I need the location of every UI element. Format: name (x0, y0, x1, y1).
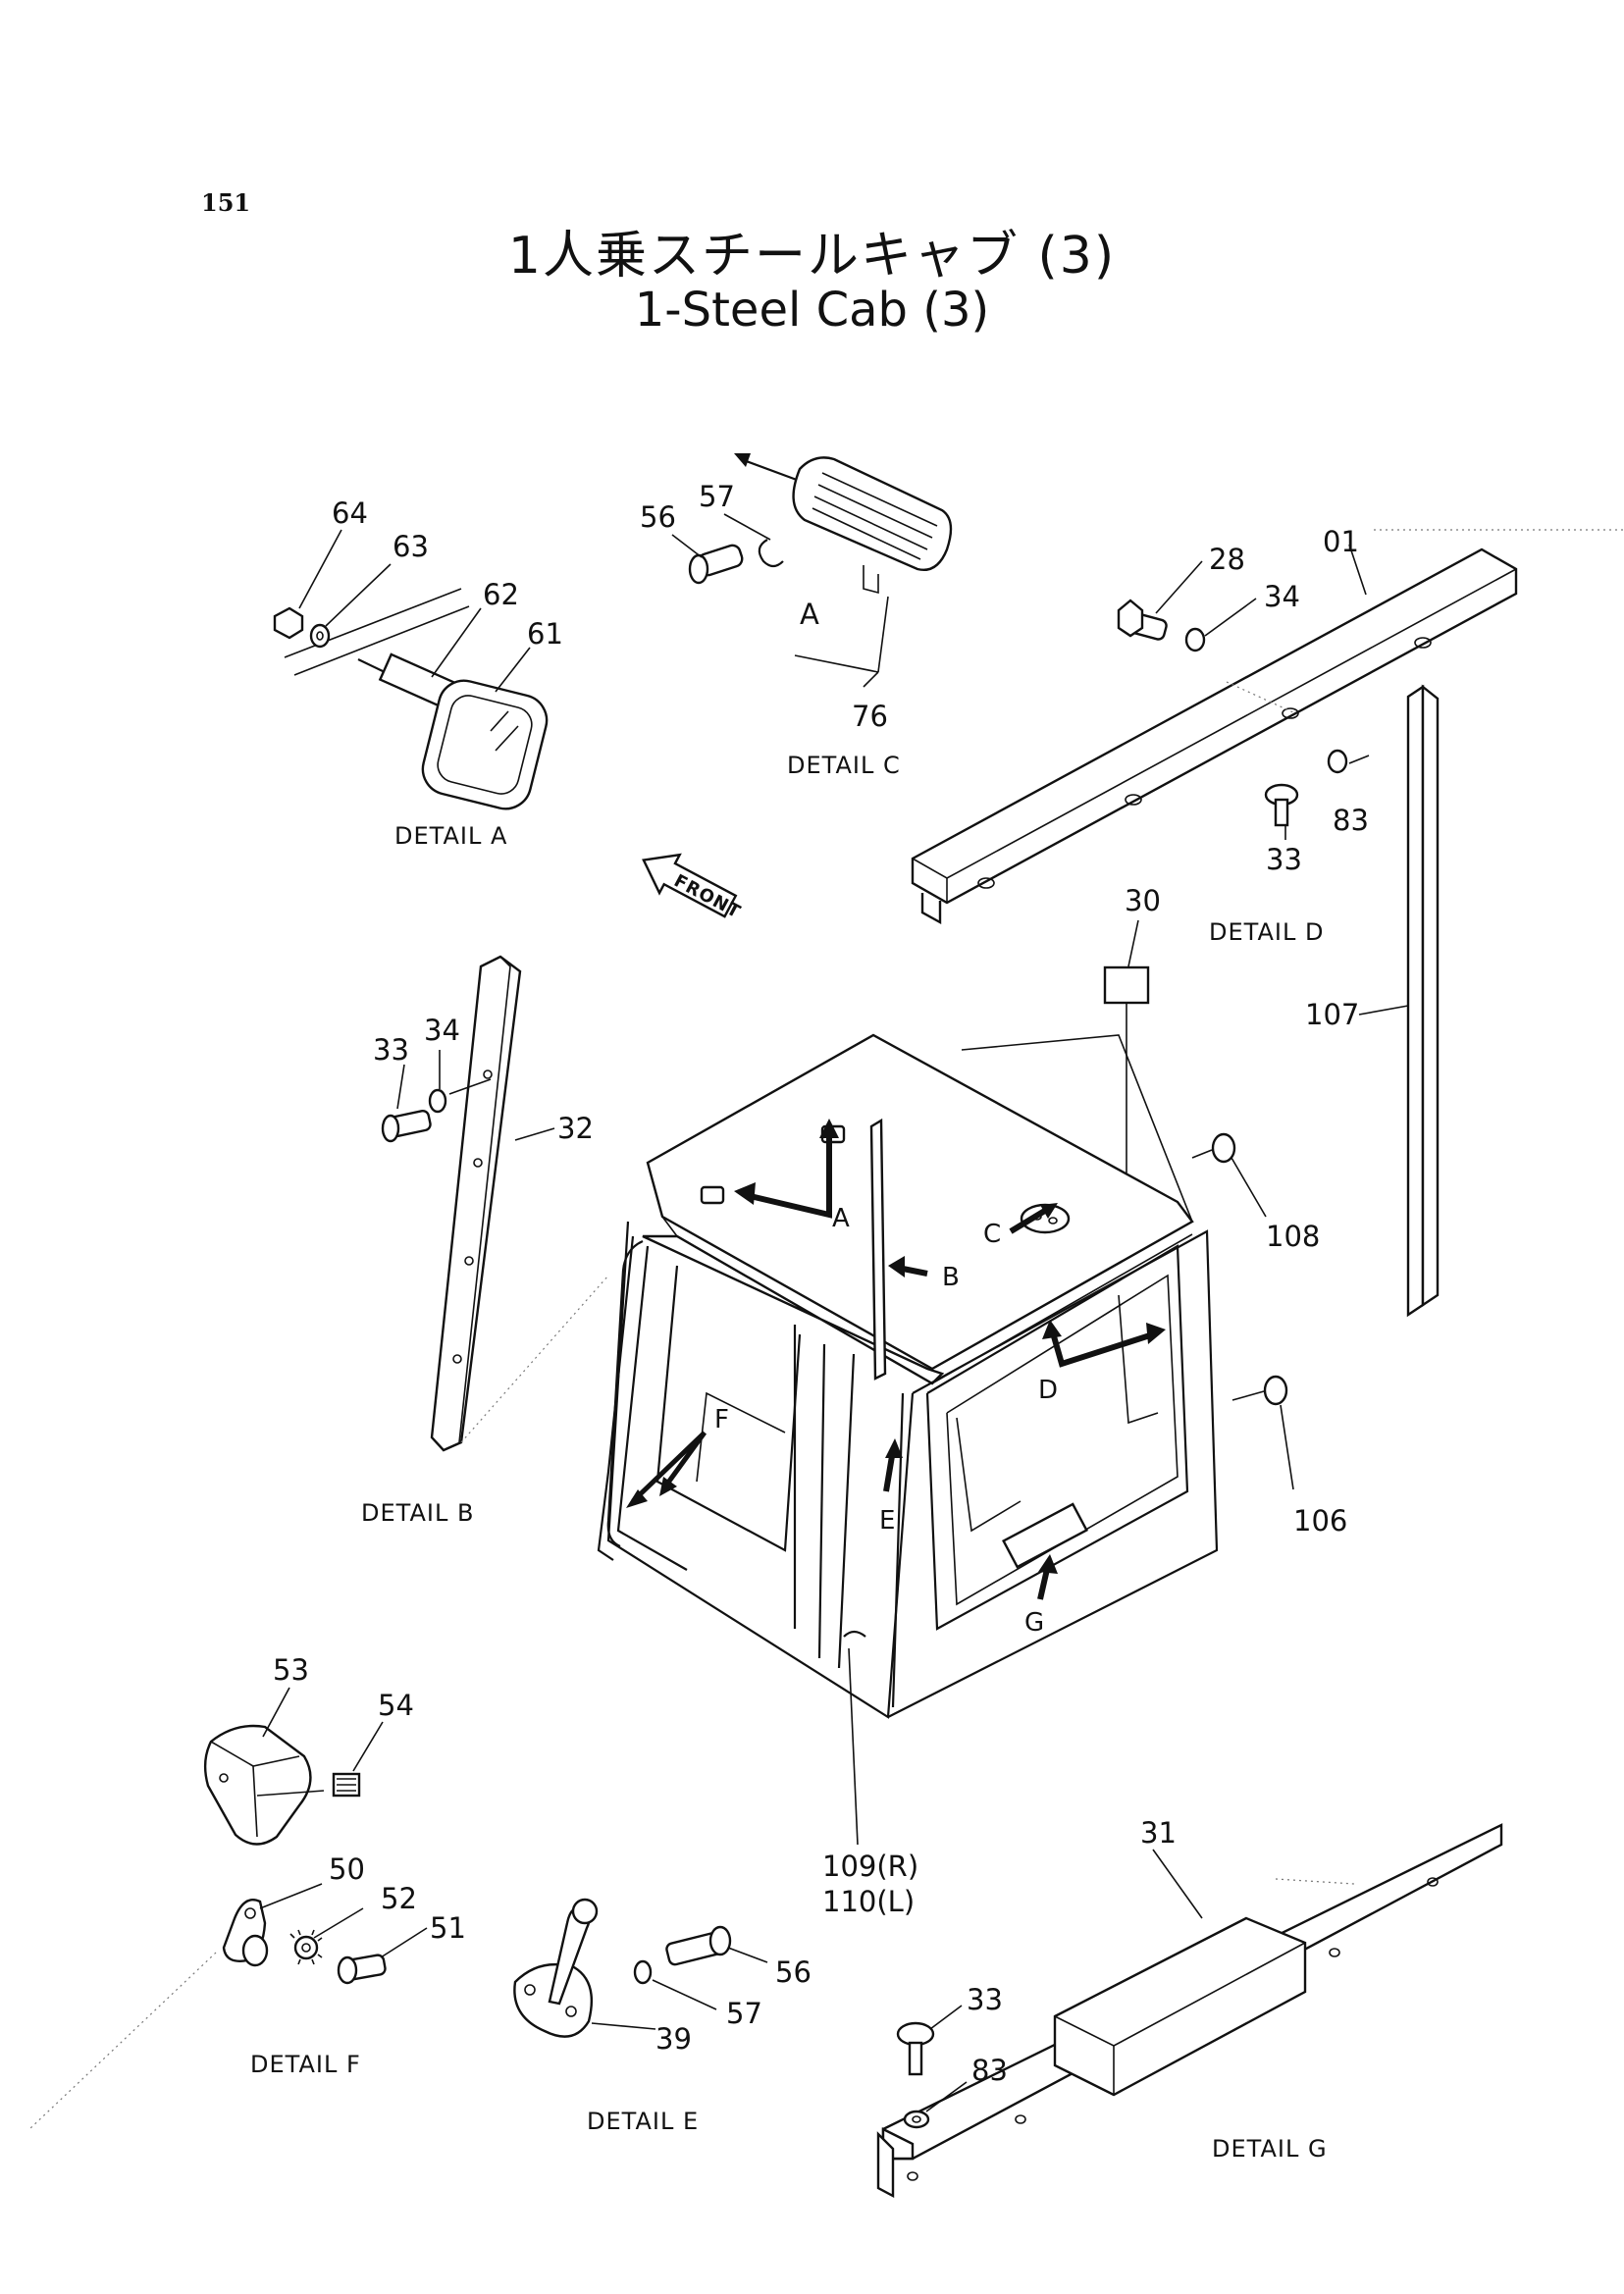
lockwasher-52 (293, 1935, 319, 1960)
arrow-letter-g: G (1024, 1608, 1044, 1638)
plug-108 (1211, 1132, 1236, 1164)
detail-g-label: DETAIL G (1212, 2135, 1328, 2163)
callout-33-g: 33 (967, 1983, 1003, 2016)
callout-109r: 109(R) (822, 1850, 918, 1883)
steel-cab-main (597, 1033, 1288, 1719)
plug-106 (1263, 1375, 1288, 1406)
knob-53 (203, 1724, 312, 1846)
callout-63: 63 (393, 530, 429, 563)
washer-83 (1327, 749, 1348, 774)
callout-28: 28 (1209, 543, 1245, 576)
roof-fitting-a1 (700, 1185, 725, 1205)
detail-g-sill-assembly (876, 1823, 1503, 2198)
callout-leader-lines (259, 513, 1409, 2112)
callout-30: 30 (1125, 884, 1161, 917)
callout-01: 01 (1323, 525, 1359, 558)
label-30 (1103, 965, 1150, 1005)
callout-108: 108 (1266, 1220, 1320, 1253)
detail-b-label: DETAIL B (361, 1499, 474, 1527)
arrow-letter-c: C (983, 1220, 1001, 1249)
detail-c-label: DETAIL C (787, 752, 901, 779)
detail-b-strip-assembly (381, 955, 609, 1452)
front-direction-arrow: FRONT (642, 853, 744, 922)
detail-e-label: DETAIL E (587, 2108, 699, 2135)
detail-d-label: DETAIL D (1209, 918, 1324, 946)
callout-51: 51 (430, 1911, 466, 1945)
callout-50: 50 (329, 1852, 365, 1886)
arrow-letter-a: A (832, 1204, 850, 1233)
callout-83-g: 83 (971, 2054, 1008, 2087)
page-title-japanese: 1人乗スチールキャブ (3) (507, 227, 1117, 286)
callout-107: 107 (1305, 998, 1359, 1031)
callout-a-lamp: A (800, 598, 819, 631)
callout-33-b: 33 (373, 1033, 409, 1067)
callout-110l: 110(L) (822, 1885, 915, 1918)
hinge-109-110 (843, 1630, 866, 1638)
detail-f-label: DETAIL F (250, 2051, 361, 2078)
detail-e-catch-assembly (513, 1898, 732, 2038)
cab-arrow-letters: A B C D E F G (714, 1204, 1058, 1638)
callout-34-d: 34 (1264, 580, 1300, 613)
callout-76: 76 (852, 700, 888, 733)
callout-106: 106 (1293, 1504, 1347, 1538)
callout-62: 62 (483, 578, 519, 611)
callout-56-e: 56 (775, 1955, 812, 1989)
roof-strip-b (869, 1118, 887, 1381)
knob-assembly (203, 1724, 361, 1846)
washer-34 (1184, 627, 1206, 652)
callout-64: 64 (332, 496, 368, 530)
detail-a-mirror-assembly (273, 588, 549, 810)
callout-labels: 64 63 62 61 56 57 A 76 01 28 34 83 33 30… (273, 480, 1369, 2087)
callout-61: 61 (527, 617, 563, 651)
arrow-letter-e: E (879, 1506, 895, 1536)
callout-83-d: 83 (1333, 804, 1369, 837)
screw-head-56 (688, 553, 709, 585)
detail-labels: DETAIL A DETAIL B DETAIL C DETAIL D DETA… (250, 752, 1328, 2163)
detail-f-latch-assembly (28, 1899, 387, 2130)
washer-57 (758, 539, 784, 568)
callout-57-c: 57 (699, 480, 735, 513)
callout-39: 39 (655, 2022, 692, 2056)
lamp-76 (792, 456, 953, 571)
callout-31: 31 (1140, 1816, 1177, 1850)
washer-34-b (428, 1088, 447, 1114)
callout-33-d: 33 (1266, 843, 1302, 876)
callout-32: 32 (557, 1112, 594, 1145)
callout-34-b: 34 (424, 1014, 460, 1047)
washer-63 (309, 623, 331, 649)
washer-57-e (633, 1959, 653, 1985)
cab-roof (646, 1033, 1194, 1371)
washer-83-g (903, 2110, 930, 2129)
callout-52: 52 (381, 1882, 417, 1915)
page-title-english: 1-Steel Cab (3) (634, 283, 990, 338)
detail-a-label: DETAIL A (394, 822, 507, 850)
strip-107 (1406, 684, 1425, 1318)
callout-54: 54 (378, 1689, 414, 1722)
nut-64 (273, 606, 304, 640)
arrow-letter-f: F (714, 1405, 729, 1434)
detail-c-lamp-assembly (688, 453, 953, 595)
callout-56-c: 56 (640, 500, 676, 534)
detail-d-rail-assembly (911, 547, 1518, 1318)
callout-53: 53 (273, 1653, 309, 1687)
screw-33-g (896, 2021, 935, 2047)
page-number: 151 (201, 188, 251, 217)
cab-pointer-arrows (626, 1119, 1166, 1600)
arrow-letter-d: D (1038, 1376, 1058, 1405)
callout-57-e: 57 (726, 1997, 762, 2030)
arrow-letter-b: B (942, 1263, 960, 1292)
